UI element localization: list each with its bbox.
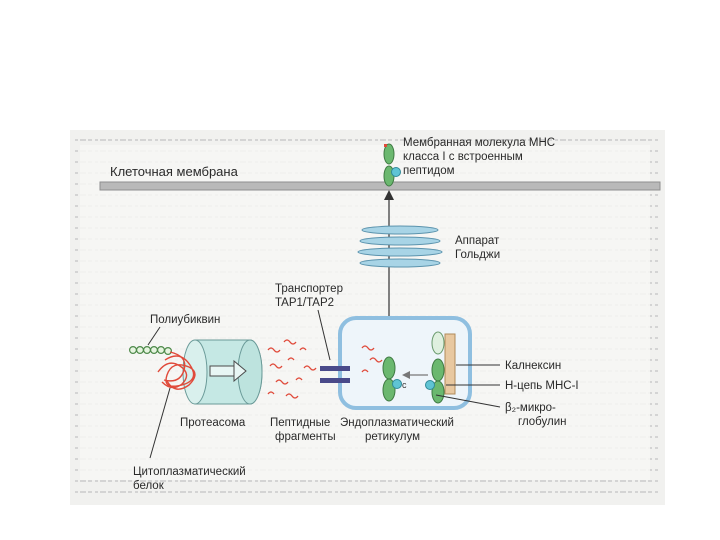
transporter-label-1: Транспортер <box>275 283 343 295</box>
cytoplasmic-label-2: белок <box>133 480 165 492</box>
cytoplasmic-pointer <box>149 387 171 459</box>
cell-membrane-label: Клеточная мембрана <box>110 164 239 179</box>
er-label-1: Эндоплазматический <box>340 417 454 429</box>
diagram-panel <box>80 145 650 480</box>
er-label-2: ретикулум <box>365 431 420 443</box>
membrane-mhc-molecule <box>383 143 401 187</box>
assembly-arrow-head <box>402 371 410 379</box>
b2-pointer <box>435 394 501 408</box>
transporter-pointer <box>317 309 331 361</box>
transporter-label-2: TAP1/TAP2 <box>275 297 334 309</box>
golgi-apparatus <box>357 225 443 268</box>
b2-label-1: β₂-микро- <box>505 402 556 414</box>
er-peptides <box>361 345 383 373</box>
peptide-fragments-label-1: Пептидные <box>270 417 330 429</box>
transport-arrow-head <box>384 190 394 200</box>
polyubiquitin-pointer <box>147 326 161 346</box>
calnexin <box>444 333 456 395</box>
calnexin-mhc-complex <box>425 331 445 404</box>
mhc-membrane-label-3: пептидом <box>403 165 455 177</box>
b2-small-mark: c <box>402 380 407 390</box>
peptide-fragments <box>267 339 317 399</box>
peptide-fragments-label-2: фрагменты <box>275 431 336 443</box>
cytoplasmic-label-1: Цитоплазматический <box>133 466 246 478</box>
polyubiquitin-label: Полиубиквин <box>150 314 220 326</box>
proteasome <box>182 339 263 405</box>
h-chain-label: Н-цепь МНС-I <box>505 380 579 392</box>
golgi-label-1: Аппарат <box>455 235 500 247</box>
polyubiquitin-chain <box>129 346 173 356</box>
golgi-label-2: Гольджи <box>455 249 500 261</box>
cytoplasmic-protein <box>157 351 196 390</box>
mhc-membrane-label-1: Мембранная молекула МНС <box>403 137 555 149</box>
tap-transporter <box>320 366 350 383</box>
mhc-membrane-label-2: класса I с встроенным <box>403 151 523 163</box>
cell-membrane <box>99 181 661 191</box>
proteasome-label: Протеасома <box>180 417 246 429</box>
calnexin-label: Калнексин <box>505 360 561 372</box>
er-mhc-molecule <box>382 356 402 402</box>
b2-label-2: глобулин <box>518 416 567 428</box>
